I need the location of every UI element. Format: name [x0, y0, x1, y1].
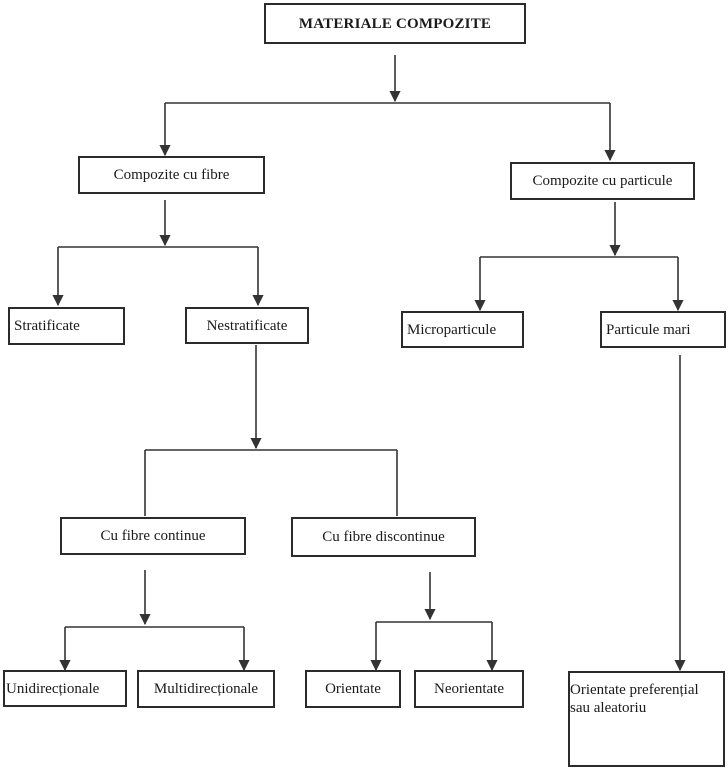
node-orientate-preferential-line1: Orientate preferențial	[570, 682, 699, 698]
node-cu-fibre-continue: Cu fibre continue	[60, 517, 246, 555]
node-multidirectionale: Multidirecționale	[137, 670, 275, 708]
node-particule-mari: Particule mari	[600, 311, 726, 348]
node-cu-fibre-discontinue: Cu fibre discontinue	[291, 517, 476, 557]
node-orientate-preferential: Orientate preferențial sau aleatoriu	[568, 671, 725, 767]
node-orientate: Orientate	[305, 670, 401, 708]
node-compozite-cu-fibre: Compozite cu fibre	[78, 156, 265, 194]
node-orientate-preferential-line2: sau aleatoriu	[570, 700, 647, 716]
node-nestratificate: Nestratificate	[185, 307, 309, 344]
node-compozite-cu-particule: Compozite cu particule	[510, 162, 695, 200]
node-materiale-compozite: MATERIALE COMPOZITE	[264, 3, 526, 44]
node-microparticule: Microparticule	[401, 311, 524, 348]
node-stratificate: Stratificate	[8, 307, 125, 345]
node-unidirectionale: Unidirecționale	[3, 670, 127, 707]
node-neorientate: Neorientate	[414, 670, 524, 708]
